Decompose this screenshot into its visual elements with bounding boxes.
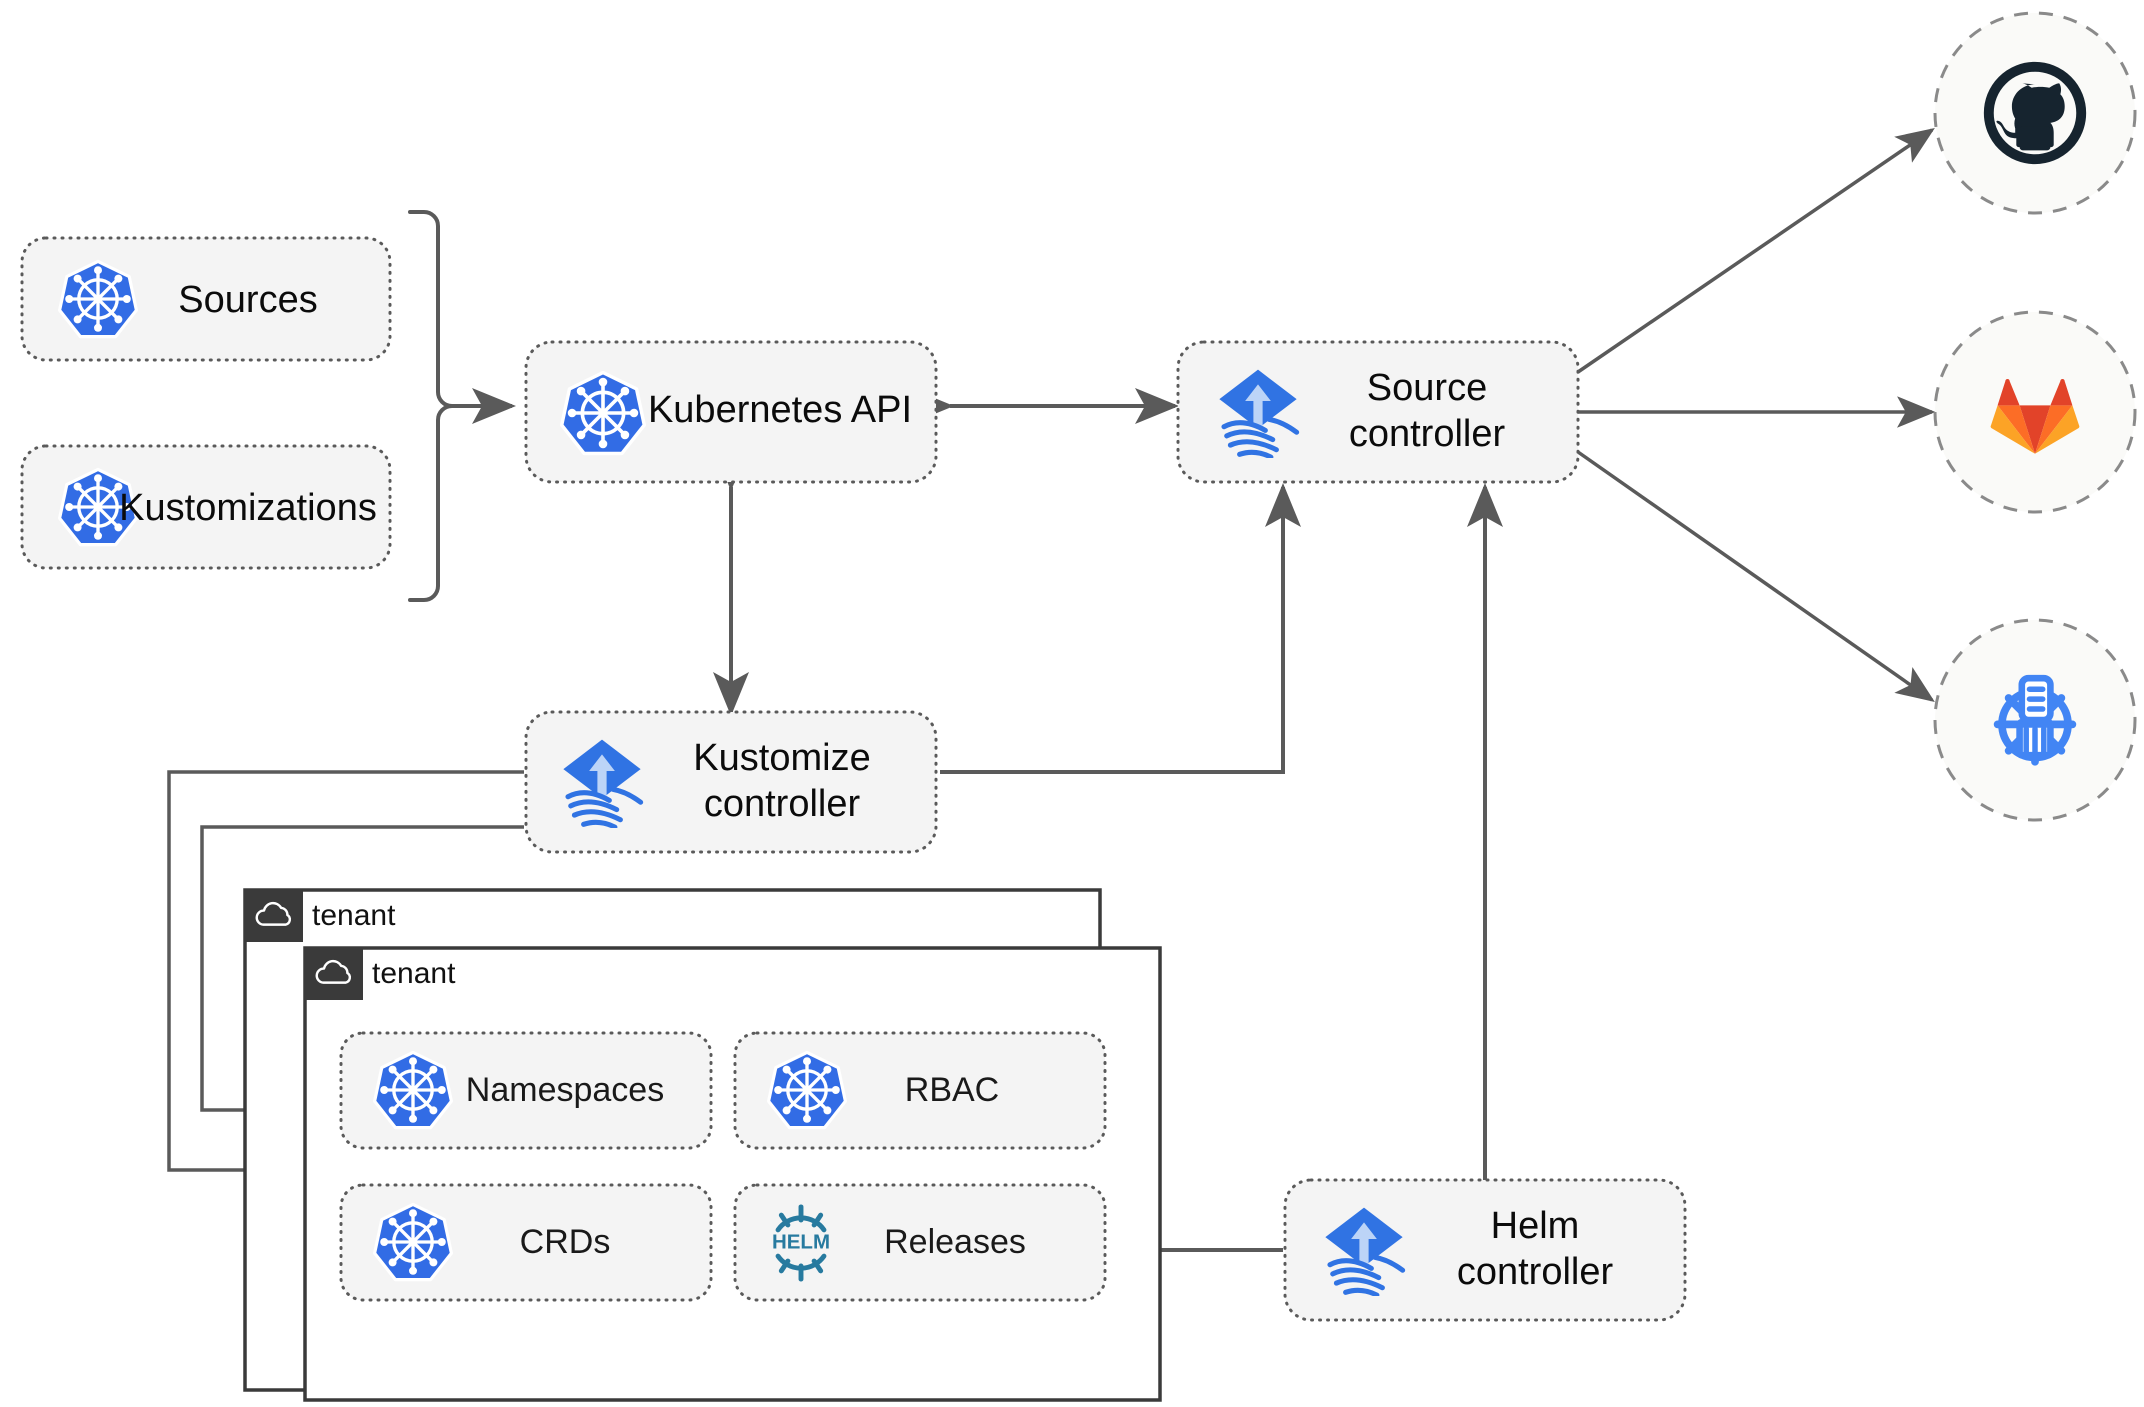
source-controller-box [1176, 340, 1580, 484]
edge-kustomizecontroller-to-tenant-back [167, 770, 524, 1186]
sources-label: Sources [178, 279, 317, 321]
releases-label: Releases [884, 1223, 1026, 1261]
tenant-front-body [303, 946, 1162, 1402]
provider-bucket[interactable] [1933, 618, 2137, 822]
node-kustomize-controller[interactable]: Kustomize controller [524, 710, 938, 854]
edge-sourcecontroller-to-github [1577, 128, 1935, 374]
kustomizations-label: Kustomizations [119, 487, 377, 529]
tenant-front-tab [305, 948, 363, 1000]
source-controller-label-line2: controller [1349, 413, 1506, 455]
edge-sourcecontroller-to-bucket [1576, 450, 1935, 703]
namespaces-label: Namespaces [466, 1071, 664, 1109]
tenant-item-crds[interactable]: CRDs [339, 1183, 713, 1302]
releases-box [733, 1183, 1107, 1302]
kubernetes-api-label: Kubernetes API [648, 389, 912, 431]
helm-controller-label-line1: Helm [1491, 1205, 1580, 1247]
provider-github[interactable] [1933, 11, 2137, 215]
helm-controller-box [1283, 1178, 1687, 1322]
node-source-controller[interactable]: Source controller [1176, 340, 1580, 484]
resources-bracket [408, 210, 453, 602]
source-controller-label-line1: Source [1367, 367, 1487, 409]
helm-controller-label-line2: controller [1457, 1251, 1614, 1293]
kustomize-controller-box [524, 710, 938, 854]
provider-gitlab[interactable] [1933, 310, 2137, 514]
node-helm-controller[interactable]: Helm controller [1283, 1178, 1687, 1322]
rbac-label: RBAC [905, 1071, 999, 1109]
tenant-item-releases[interactable]: Releases [733, 1183, 1107, 1302]
tenant-back-tab [245, 890, 303, 942]
tenant-item-namespaces[interactable]: Namespaces [339, 1031, 713, 1150]
helm-icon [772, 1207, 830, 1279]
kustomize-controller-label-line1: Kustomize [693, 737, 870, 779]
crds-label: CRDs [520, 1223, 611, 1261]
node-kubernetes-api[interactable]: Kubernetes API [524, 340, 938, 484]
tenant-front-label: tenant [372, 957, 456, 990]
tenant-front[interactable]: tenant [303, 946, 1162, 1402]
edge-kustomizecontroller-to-sourcecontroller [940, 483, 1301, 774]
resource-sources[interactable]: Sources [20, 236, 392, 362]
tenant-back-label: tenant [312, 899, 396, 932]
tenant-item-rbac[interactable]: RBAC [733, 1031, 1107, 1150]
kustomize-controller-label-line2: controller [704, 783, 861, 825]
resource-kustomizations[interactable]: Kustomizations [20, 444, 392, 570]
